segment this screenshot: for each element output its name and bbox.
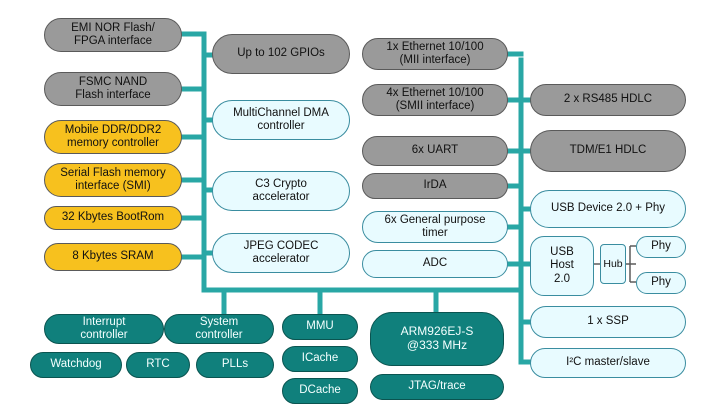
watchdog-block: Watchdog [30,352,122,378]
ethernet-mii-block: 1x Ethernet 10/100 (MII interface) [362,38,508,70]
sram-block: 8 Kbytes SRAM [44,243,182,271]
usb-host-block: USB Host 2.0 [530,236,594,296]
adc-block: ADC [362,250,508,278]
emi-nor-flash-fpga-block: EMI NOR Flash/ FPGA interface [44,18,182,52]
dma-controller-block: MultiChannel DMA controller [212,100,350,140]
interrupt-controller-block: Interrupt controller [44,314,164,344]
bootrom-block: 32 Kbytes BootRom [44,206,182,230]
rtc-block: RTC [126,352,190,378]
plls-block: PLLs [196,352,274,378]
usb-phy-2-block: Phy [636,272,686,294]
serial-flash-smi-block: Serial Flash memory interface (SMI) [44,163,182,197]
crypto-accelerator-block: C3 Crypto accelerator [212,171,350,211]
ethernet-smii-block: 4x Ethernet 10/100 (SMII interface) [362,84,508,116]
gpio-block: Up to 102 GPIOs [212,34,350,74]
rs485-hdlc-block: 2 x RS485 HDLC [530,84,686,116]
uart-block: 6x UART [362,136,508,166]
general-purpose-timer-block: 6x General purpose timer [362,211,508,243]
jtag-trace-block: JTAG/trace [370,374,504,400]
usb-device-block: USB Device 2.0 + Phy [530,190,686,228]
ssp-block: 1 x SSP [530,306,686,338]
fsmc-nand-flash-block: FSMC NAND Flash interface [44,72,182,106]
irda-block: IrDA [362,173,508,199]
icache-block: ICache [282,346,358,372]
arm926-core-block: ARM926EJ-S @333 MHz [370,312,504,366]
mmu-block: MMU [282,314,358,340]
jpeg-codec-block: JPEG CODEC accelerator [212,233,350,273]
dcache-block: DCache [282,378,358,404]
system-controller-block: System controller [164,314,274,344]
i2c-block: I²C master/slave [530,348,686,378]
usb-phy-1-block: Phy [636,236,686,258]
usb-hub-block: Hub [600,244,626,284]
tdm-e1-hdlc-block: TDM/E1 HDLC [530,130,686,172]
mobile-ddr-controller-block: Mobile DDR/DDR2 memory controller [44,120,182,154]
